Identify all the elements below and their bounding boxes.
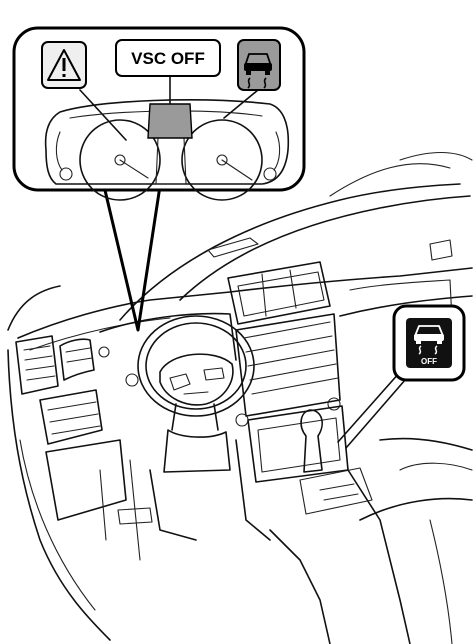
skidding-car-icon	[244, 53, 272, 89]
switch-off-text: OFF	[421, 357, 437, 366]
steering-wheel-drawing	[137, 315, 255, 473]
vsc-off-indicator-lamp	[147, 103, 193, 139]
vsc-off-switch-icon-box: OFF	[406, 318, 452, 368]
vsc-off-switch-callout: OFF	[337, 304, 466, 449]
slip-indicator-box	[237, 39, 281, 91]
vsc-off-text: VSC OFF	[131, 49, 205, 68]
warning-indicator-box	[41, 41, 87, 89]
dashboard-drawing	[7, 152, 473, 644]
skidding-car-icon	[414, 325, 444, 355]
warning-triangle-icon	[47, 49, 81, 81]
center-console-drawing	[227, 261, 411, 644]
instrument-cluster-callout: VSC OFF	[12, 26, 306, 332]
vsc-off-indicator-box: VSC OFF	[115, 39, 221, 77]
